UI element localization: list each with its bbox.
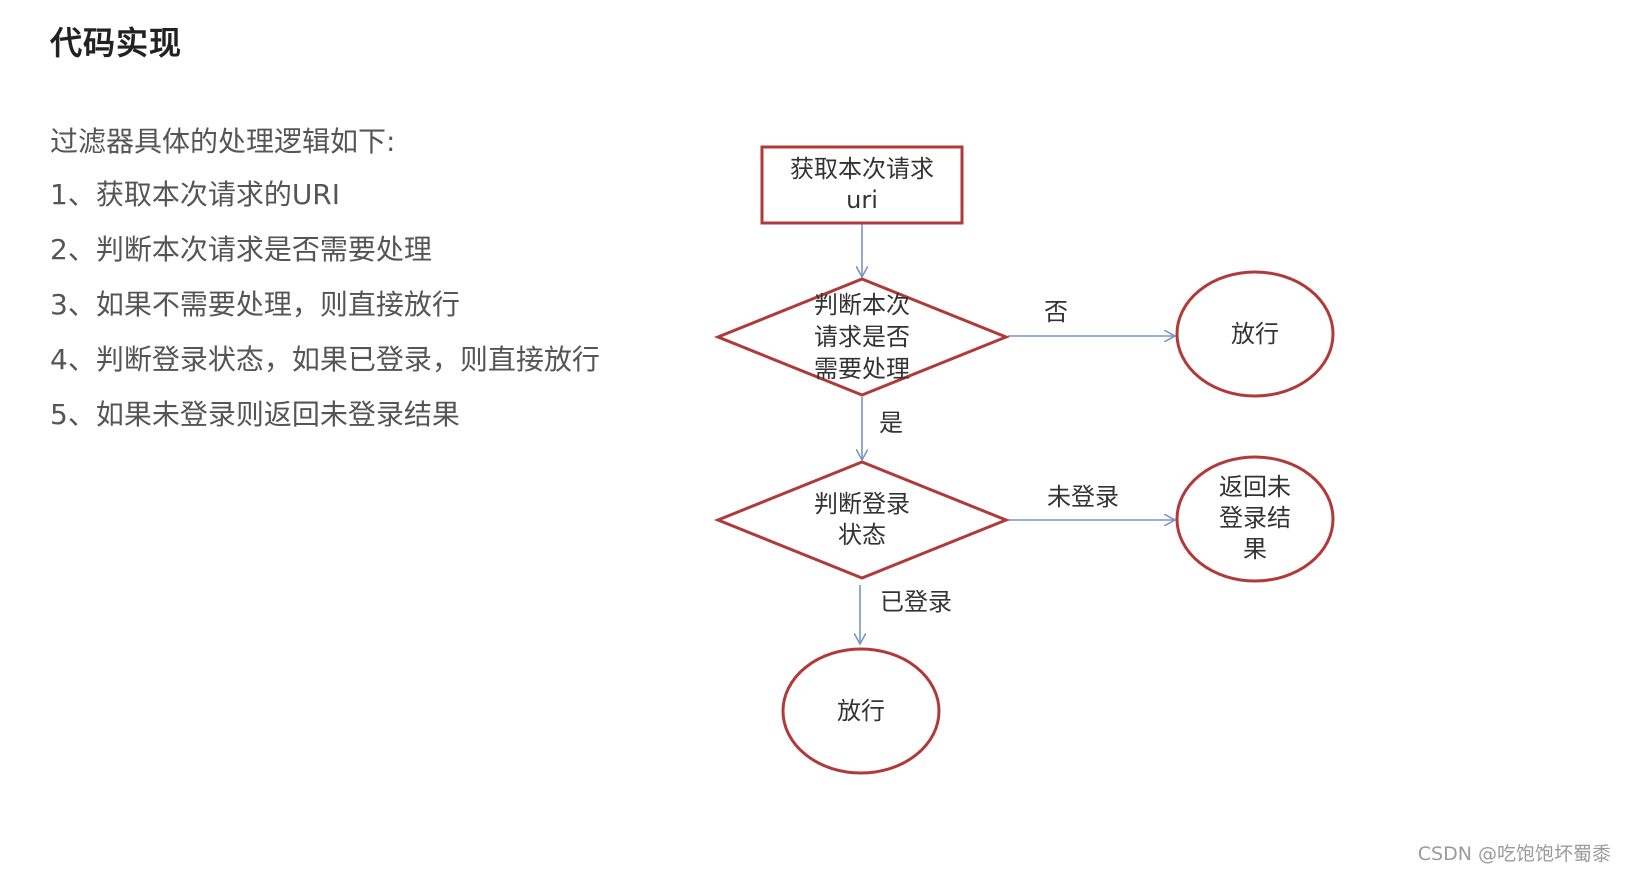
decision1-diamond	[713, 277, 1011, 397]
list-item: 2、判断本次请求是否需要处理	[50, 233, 432, 266]
pass2-label: 放行	[837, 697, 885, 725]
list-item: 1、获取本次请求的URI	[50, 178, 341, 211]
page-title: 代码实现	[50, 24, 183, 62]
result-label: 登录结	[1219, 504, 1291, 532]
intro-text: 过滤器具体的处理逻辑如下:	[50, 125, 396, 158]
decision1-no-label: 否	[1044, 298, 1068, 326]
decision2-no-label: 未登录	[1047, 483, 1119, 511]
list-item: 5、如果未登录则返回未登录结果	[50, 398, 460, 431]
decision1-yes-label: 是	[879, 409, 903, 437]
decision2-diamond	[713, 460, 1011, 580]
result-ellipse	[1175, 455, 1335, 583]
pass2-ellipse	[781, 647, 941, 775]
decision1-label: 需要处理	[814, 355, 910, 383]
decision2-label: 状态	[838, 521, 886, 549]
pass1-ellipse	[1175, 270, 1335, 398]
start-box	[760, 145, 964, 225]
result-label: 果	[1243, 535, 1267, 563]
decision2-yes-label: 已登录	[880, 588, 952, 616]
decision1-label: 判断本次	[814, 291, 910, 319]
start-box-label: uri	[846, 186, 878, 214]
decision2-label: 判断登录	[814, 490, 910, 518]
list-item: 4、判断登录状态，如果已登录，则直接放行	[50, 343, 600, 376]
pass1-label: 放行	[1231, 320, 1279, 348]
watermark: CSDN @吃饱饱坏蜀黍	[1417, 843, 1611, 865]
result-label: 返回未	[1219, 473, 1291, 501]
decision1-label: 请求是否	[814, 323, 910, 351]
list-item: 3、如果不需要处理，则直接放行	[50, 288, 460, 321]
steps-list: 1、获取本次请求的URI 2、判断本次请求是否需要处理 3、如果不需要处理，则直…	[50, 175, 600, 450]
start-box-label: 获取本次请求	[790, 155, 934, 183]
